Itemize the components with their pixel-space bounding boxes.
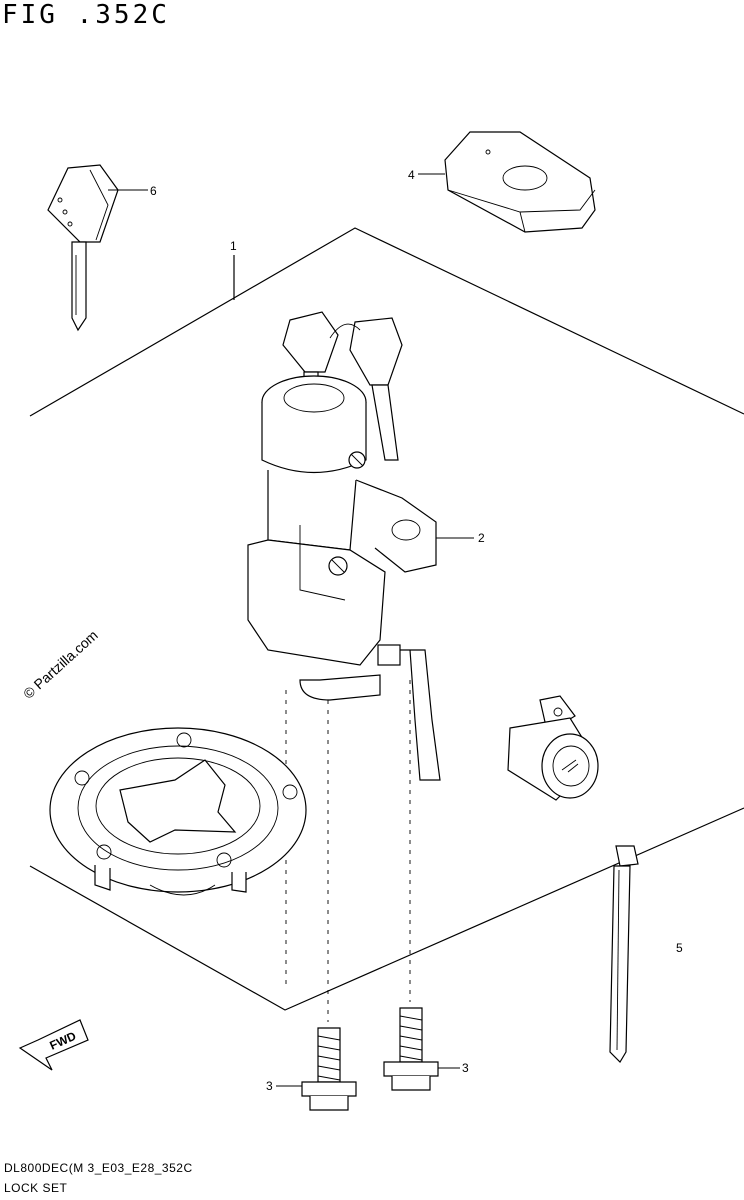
storage-lock-part	[507, 695, 599, 801]
ignition-switch-part	[247, 311, 474, 1022]
lock-set-boundary-lower	[29, 807, 744, 1011]
footer-name: LOCK SET	[4, 1181, 68, 1195]
fuel-cap-lock-part	[49, 727, 307, 896]
figure-title: FIG .352C	[2, 0, 170, 30]
callout-2: 2	[478, 531, 485, 545]
bolt-part-right	[383, 1007, 460, 1091]
bolt-part-left	[276, 1027, 357, 1111]
footer-code: DL800DEC(M 3_E03_E28_352C	[4, 1161, 193, 1175]
callout-3-right: 3	[462, 1061, 469, 1075]
callout-3-left: 3	[266, 1079, 273, 1093]
callout-6: 6	[150, 184, 157, 198]
callout-5: 5	[676, 941, 683, 955]
key-part	[47, 164, 148, 332]
lock-set-boundary	[29, 227, 744, 417]
forward-direction-arrow: FWD	[18, 1019, 89, 1071]
cover-part	[418, 131, 596, 233]
cable-tie-part	[609, 845, 639, 1063]
callout-1: 1	[230, 239, 237, 253]
callout-4: 4	[408, 168, 415, 182]
